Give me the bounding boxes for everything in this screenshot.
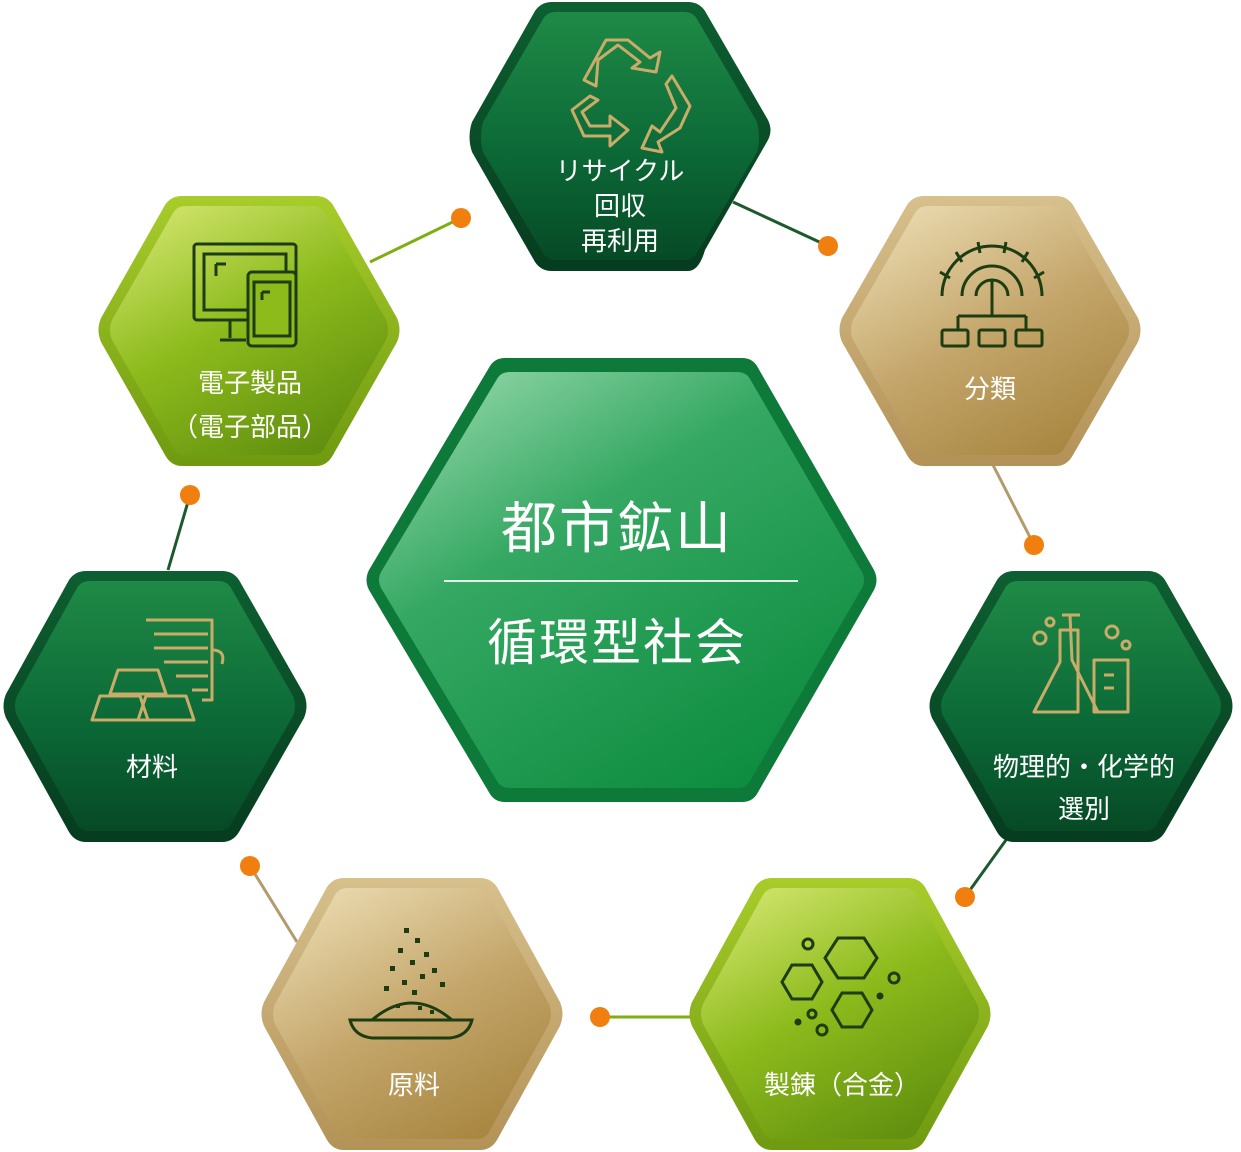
node-classify: 分類 bbox=[839, 196, 1141, 466]
connector-dot bbox=[180, 485, 200, 505]
node-separation-line1: 物理的・化学的 bbox=[993, 753, 1175, 783]
node-recycle-line2: 回収 bbox=[594, 192, 646, 222]
node-material: 材料 bbox=[3, 571, 307, 842]
powder-bowl-icon bbox=[348, 928, 474, 1040]
node-smelting-line1: 製錬（合金） bbox=[764, 1071, 920, 1101]
gold-ingot-icon bbox=[90, 618, 225, 722]
node-recycle-line1: リサイクル bbox=[556, 157, 685, 187]
molecule-hexagon-icon bbox=[780, 936, 901, 1037]
node-recycle: リサイクル 回収 再利用 bbox=[469, 2, 771, 271]
lab-flask-icon bbox=[1032, 613, 1132, 714]
node-electronics-line2: （電子部品） bbox=[172, 413, 328, 443]
node-raw-material-line1: 原料 bbox=[388, 1071, 440, 1101]
connector-line bbox=[369, 216, 462, 264]
node-smelting: 製錬（合金） bbox=[689, 878, 991, 1150]
connector-line bbox=[732, 200, 829, 248]
center-hexagon: 都市鉱山 循環型社会 bbox=[366, 358, 877, 802]
node-material-line1: 材料 bbox=[126, 753, 178, 783]
recycle-icon bbox=[570, 38, 692, 154]
gear-network-icon bbox=[939, 241, 1045, 348]
connector-line bbox=[963, 839, 1008, 898]
node-recycle-line3: 再利用 bbox=[581, 227, 659, 257]
node-separation-line2: 選別 bbox=[1058, 795, 1110, 825]
connector-dot bbox=[955, 887, 975, 907]
center-subtitle: 循環型社会 bbox=[487, 614, 747, 672]
connector-line bbox=[991, 464, 1036, 546]
node-electronics: 電子製品 （電子部品） bbox=[98, 196, 400, 466]
node-classify-line1: 分類 bbox=[964, 375, 1016, 405]
center-title: 都市鉱山 bbox=[501, 497, 733, 562]
connectors bbox=[166, 200, 1044, 1027]
computer-tablet-icon bbox=[192, 242, 298, 348]
node-raw-material: 原料 bbox=[261, 878, 563, 1150]
connector-dot bbox=[1024, 535, 1044, 555]
connector-dot bbox=[590, 1007, 610, 1027]
connector-dot bbox=[451, 208, 471, 228]
node-electronics-line1: 電子製品 bbox=[198, 369, 302, 399]
connector-dot bbox=[240, 856, 260, 876]
connector-dot bbox=[818, 236, 838, 256]
node-separation: 物理的・化学的 選別 bbox=[929, 571, 1233, 842]
connector-line bbox=[166, 494, 192, 571]
connector-line bbox=[248, 865, 299, 943]
